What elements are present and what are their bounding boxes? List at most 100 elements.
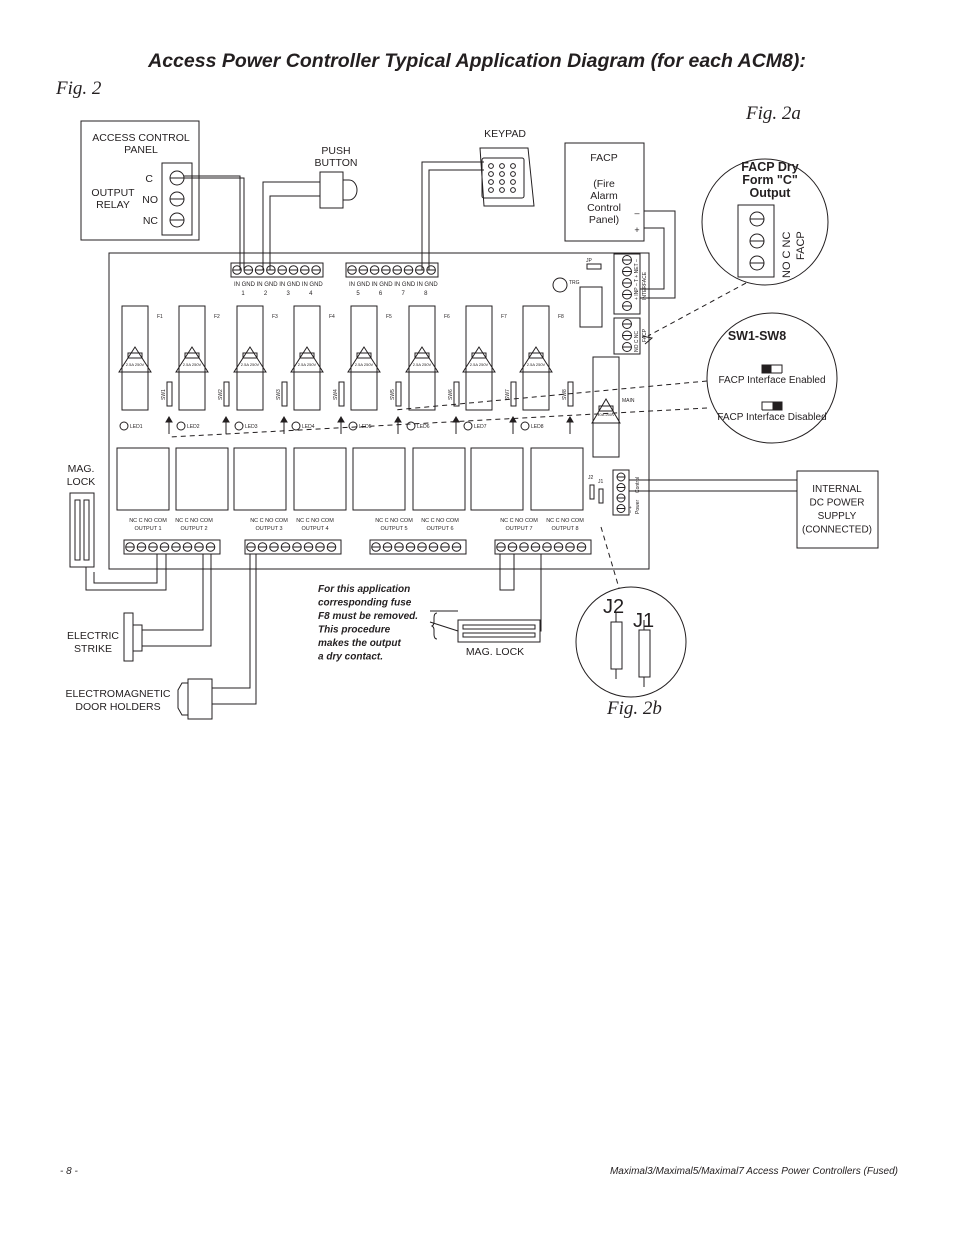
terminal-screw-icon: [371, 542, 381, 552]
mag-lock-left-label: MAG.: [68, 463, 95, 475]
terminal-screw-icon: [440, 542, 450, 552]
sw-detail-heading: SW1-SW8: [728, 329, 786, 343]
internal-psu-label: DC POWER: [810, 498, 865, 509]
arrow-up-icon: [509, 416, 517, 434]
fig2a-heading: FACP Dry: [741, 160, 798, 174]
switch-label: SW6: [448, 389, 454, 400]
brace-icon: [430, 612, 438, 640]
electric-strike: ELECTRIC STRIKE: [67, 612, 143, 662]
terminal-screw-icon: [451, 542, 462, 552]
fuse-label: F3: [272, 314, 278, 320]
switch-enabled-icon: [761, 364, 783, 374]
relay: [352, 447, 406, 511]
terminal-screw-icon: [169, 170, 185, 186]
fig2a-facp-label: FACP: [795, 231, 807, 260]
input-pin-label: GND: [242, 282, 256, 288]
terminal-screw-icon: [426, 265, 436, 275]
switch-label: SW1: [161, 389, 167, 400]
facp-minus-label: –: [634, 208, 639, 218]
page-title: Access Power Controller Typical Applicat…: [148, 50, 806, 72]
j2-small-label: J2: [588, 475, 594, 481]
output-name-label: OUTPUT 8: [551, 526, 578, 532]
access-panel-label: PANEL: [124, 144, 158, 156]
terminal-screw-icon: [622, 289, 632, 300]
door-holder-label: DOOR HOLDERS: [75, 701, 160, 713]
fig2b-label: Fig. 2b: [607, 698, 662, 719]
power-pins-label: – +: [628, 506, 634, 513]
relay: [412, 447, 466, 511]
fuse-label: F1: [157, 314, 163, 320]
terminal-screw-icon: [496, 542, 506, 552]
terminal-screw-icon: [392, 265, 403, 275]
terminal-screw-icon: [171, 542, 181, 552]
relay: [116, 447, 170, 511]
terminal-no-label: NO: [142, 194, 158, 206]
input-terminal-strip-2: [345, 262, 439, 278]
sw-disabled-label: FACP Interface Disabled: [717, 412, 826, 423]
interface-terminal-block: [613, 253, 641, 315]
application-note: F8 must be removed.: [318, 611, 418, 622]
fuse-holder: F12.5A 250V: [118, 305, 163, 411]
terminal-screw-icon: [749, 211, 765, 227]
application-note: This procedure: [318, 625, 391, 636]
input-number-label: 5: [356, 291, 360, 297]
fig2a-detail: FACP Dry Form "C" Output NO C NC FACP: [701, 158, 829, 286]
terminal-c-label: C: [145, 173, 153, 185]
control-label: Control: [635, 477, 641, 493]
input-terminal-strip-1: [230, 262, 324, 278]
input-pin-label: GND: [264, 282, 278, 288]
terminal-screw-icon: [542, 542, 552, 552]
terminal-screw-icon: [243, 265, 254, 275]
output-relay-label: OUTPUT: [91, 187, 135, 199]
input-number-label: 2: [264, 291, 268, 297]
arrow-up-icon: [452, 416, 460, 434]
terminal-screw-icon: [266, 265, 276, 275]
dip-switch: SW5: [390, 381, 402, 407]
terminal-screw-icon: [565, 542, 575, 552]
input-pin-label: IN: [372, 282, 378, 288]
output-terminal-strip-3: [369, 539, 467, 555]
fuse-rating: 2.5A 250V: [298, 362, 317, 367]
terminal-screw-icon: [622, 278, 632, 288]
terminal-screw-icon: [622, 266, 632, 277]
terminal-screw-icon: [159, 542, 170, 552]
input-pin-label: GND: [357, 282, 371, 288]
terminal-screw-icon: [136, 542, 147, 552]
application-note: makes the output: [318, 638, 401, 649]
trg-terminal: TRG: [552, 277, 580, 293]
internal-psu-label: SUPPLY: [818, 511, 857, 522]
arrow-up-icon: [165, 416, 173, 434]
facp-label: Alarm: [590, 190, 618, 202]
switch-label: SW5: [390, 389, 396, 400]
terminal-screw-icon: [369, 265, 380, 275]
output-pin-labels: NC C NO COM: [175, 518, 213, 524]
relay: [530, 447, 584, 511]
fuse-holder: F22.5A 250V: [175, 305, 220, 411]
input-number-label: 1: [241, 291, 245, 297]
arrow-up-icon: [394, 416, 402, 434]
internal-psu-label: (CONNECTED): [802, 525, 872, 536]
push-button-label: PUSH: [321, 145, 350, 157]
switch-label: SW2: [218, 389, 224, 400]
terminal-screw-icon: [194, 542, 204, 552]
input-pin-label: IN: [302, 282, 308, 288]
terminal-screw-icon: [326, 542, 337, 552]
terminal-screw-icon: [749, 255, 765, 271]
terminal-screw-icon: [254, 265, 265, 275]
terminal-screw-icon: [315, 542, 325, 552]
input-pin-label: GND: [287, 282, 301, 288]
fuse-holder: F82.5A 250V: [519, 305, 564, 411]
keypad-keys-icon: [488, 163, 516, 193]
access-panel-label: ACCESS CONTROL: [92, 132, 190, 144]
j1-small-label: J1: [598, 479, 604, 485]
push-button: PUSH BUTTON: [315, 145, 358, 209]
output-terminal-strip-2: [244, 539, 342, 555]
input-pin-label: IN: [257, 282, 263, 288]
dip-switch: SW7: [505, 381, 517, 407]
access-control-panel: ACCESS CONTROL PANEL OUTPUT RELAY C NO N…: [80, 120, 200, 241]
fuse-label: F8: [558, 314, 564, 320]
terminal-screw-icon: [622, 301, 632, 311]
interface-label: INTERFACE: [642, 271, 648, 300]
